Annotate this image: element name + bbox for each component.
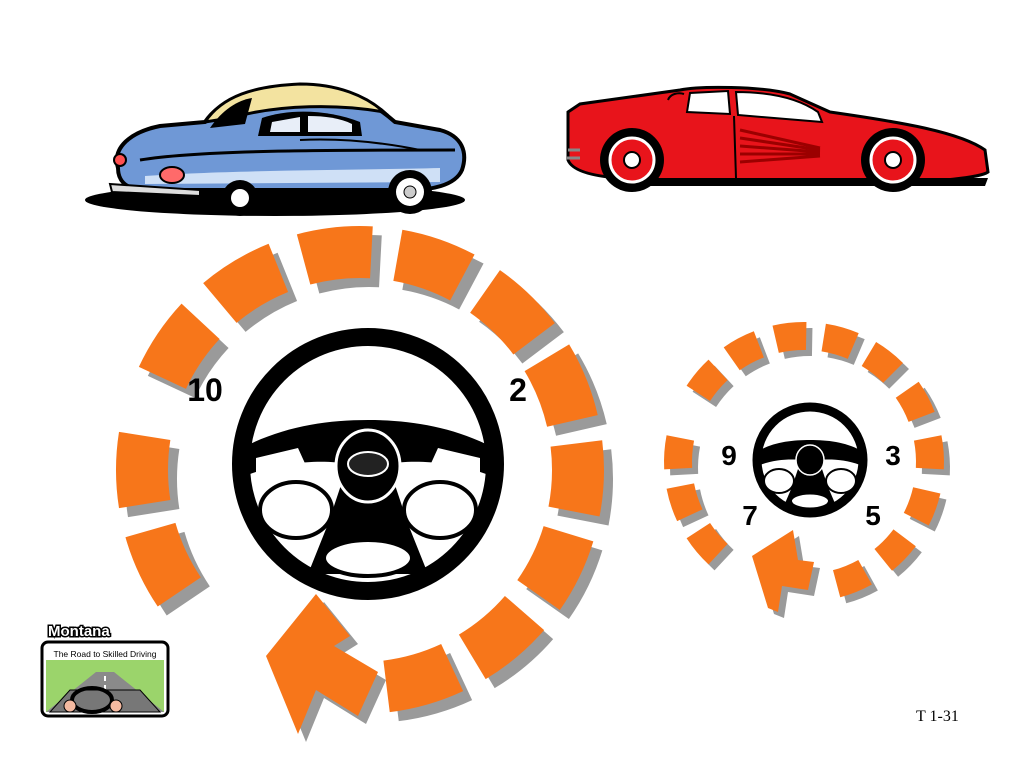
ring-segment bbox=[664, 435, 695, 470]
ring-segment bbox=[116, 431, 171, 509]
hand-position-3-label: 3 bbox=[885, 440, 901, 471]
large-wheel-orange-ring bbox=[116, 226, 613, 722]
ring-segment bbox=[861, 341, 903, 383]
ring-segment bbox=[548, 440, 604, 517]
hand-position-2-label: 2 bbox=[509, 372, 527, 408]
ring-segment bbox=[895, 381, 935, 422]
ring-segment bbox=[686, 522, 728, 565]
ring-segment bbox=[874, 529, 916, 571]
ring-segment bbox=[458, 595, 545, 680]
ring-segment bbox=[393, 229, 475, 301]
steering-wheel-icon bbox=[232, 328, 504, 600]
logo-tagline: The Road to Skilled Driving bbox=[54, 649, 157, 659]
ring-segment bbox=[821, 323, 859, 359]
arrow-body bbox=[752, 530, 814, 612]
curved-arrow-icon bbox=[752, 530, 820, 618]
arrow-body bbox=[266, 594, 378, 734]
ring-segment bbox=[125, 522, 201, 607]
ring-segment bbox=[296, 226, 373, 285]
classic-car-icon bbox=[85, 82, 467, 216]
hand-position-9-label: 9 bbox=[721, 440, 737, 471]
ring-segment bbox=[772, 322, 807, 353]
ring-segment bbox=[517, 526, 594, 610]
ring-segment bbox=[832, 559, 872, 598]
ring-segment bbox=[524, 344, 598, 427]
steering-wheel-icon bbox=[752, 402, 868, 518]
small-wheel-orange-ring bbox=[664, 322, 950, 604]
ring-segment bbox=[138, 303, 220, 389]
hand-position-7-label: 7 bbox=[742, 500, 758, 531]
curved-arrow-icon bbox=[266, 594, 386, 742]
ring-segment bbox=[383, 644, 464, 713]
sports-car-icon bbox=[566, 85, 990, 192]
ring-segment bbox=[470, 270, 555, 355]
driving-school-logo-icon: Montana The Road to Skilled Driving bbox=[40, 622, 170, 718]
ring-segment bbox=[903, 487, 941, 526]
hand-position-10-label: 10 bbox=[187, 372, 223, 408]
ring-segment bbox=[686, 359, 728, 402]
ring-segment bbox=[913, 435, 944, 470]
ring-segment bbox=[723, 331, 764, 371]
logo-title: Montana bbox=[48, 623, 110, 640]
hand-position-5-label: 5 bbox=[865, 500, 881, 531]
slide-number: T 1-31 bbox=[916, 708, 959, 725]
ring-segment bbox=[203, 243, 289, 323]
ring-segment bbox=[666, 483, 703, 522]
